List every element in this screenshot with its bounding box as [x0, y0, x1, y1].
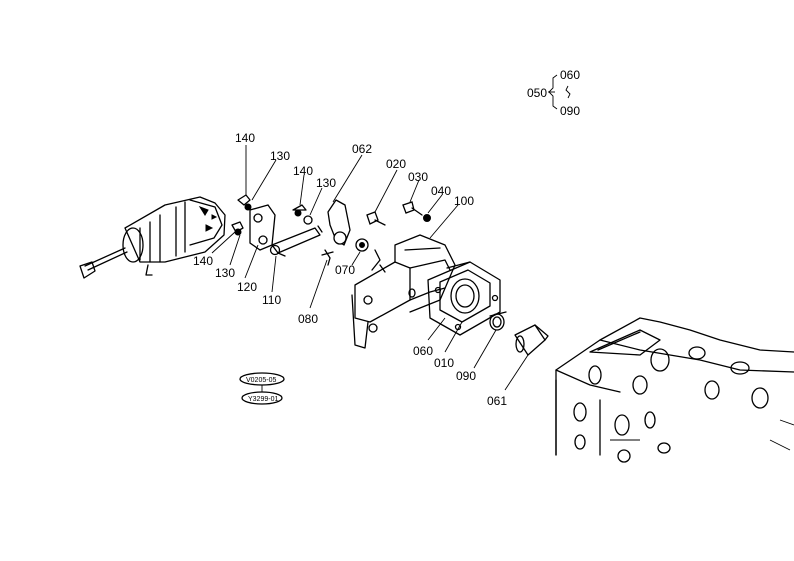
solenoid-assembly	[79, 196, 226, 279]
label-080: 080	[298, 312, 318, 326]
engine-block	[555, 317, 794, 463]
tag-y3299: Y3299-01	[248, 396, 278, 403]
label-060-bottom: 060	[413, 344, 433, 358]
label-140-c: 140	[193, 254, 213, 268]
part-labels: 050 060 090 140 130 140 130 062 020 030 …	[193, 68, 580, 408]
label-140-b: 140	[293, 164, 313, 178]
spring-and-shaft	[489, 311, 549, 356]
linkage-parts	[231, 194, 323, 257]
label-030: 030	[408, 170, 428, 184]
label-040: 040	[431, 184, 451, 198]
label-120: 120	[237, 280, 257, 294]
label-130-a: 130	[270, 149, 290, 163]
label-090-top: 090	[560, 104, 580, 118]
label-140-a: 140	[235, 131, 255, 145]
label-090-bottom: 090	[456, 369, 476, 383]
lever-parts	[321, 199, 381, 271]
label-070: 070	[335, 263, 355, 277]
bracket-housing	[351, 234, 456, 349]
label-100: 100	[454, 194, 474, 208]
gasket-flange	[427, 261, 501, 336]
tag-v0205: V0205-05	[246, 377, 276, 384]
label-010: 010	[434, 356, 454, 370]
label-130-c: 130	[215, 266, 235, 280]
label-050: 050	[527, 86, 547, 100]
label-130-b: 130	[316, 176, 336, 190]
label-060-top: 060	[560, 68, 580, 82]
label-110: 110	[262, 293, 281, 307]
label-062: 062	[352, 142, 372, 156]
leader-lines	[211, 74, 571, 391]
reference-tags: V0205-05 Y3299-01	[239, 372, 285, 405]
label-061: 061	[487, 394, 507, 408]
label-020: 020	[386, 157, 406, 171]
bolts	[366, 201, 431, 226]
